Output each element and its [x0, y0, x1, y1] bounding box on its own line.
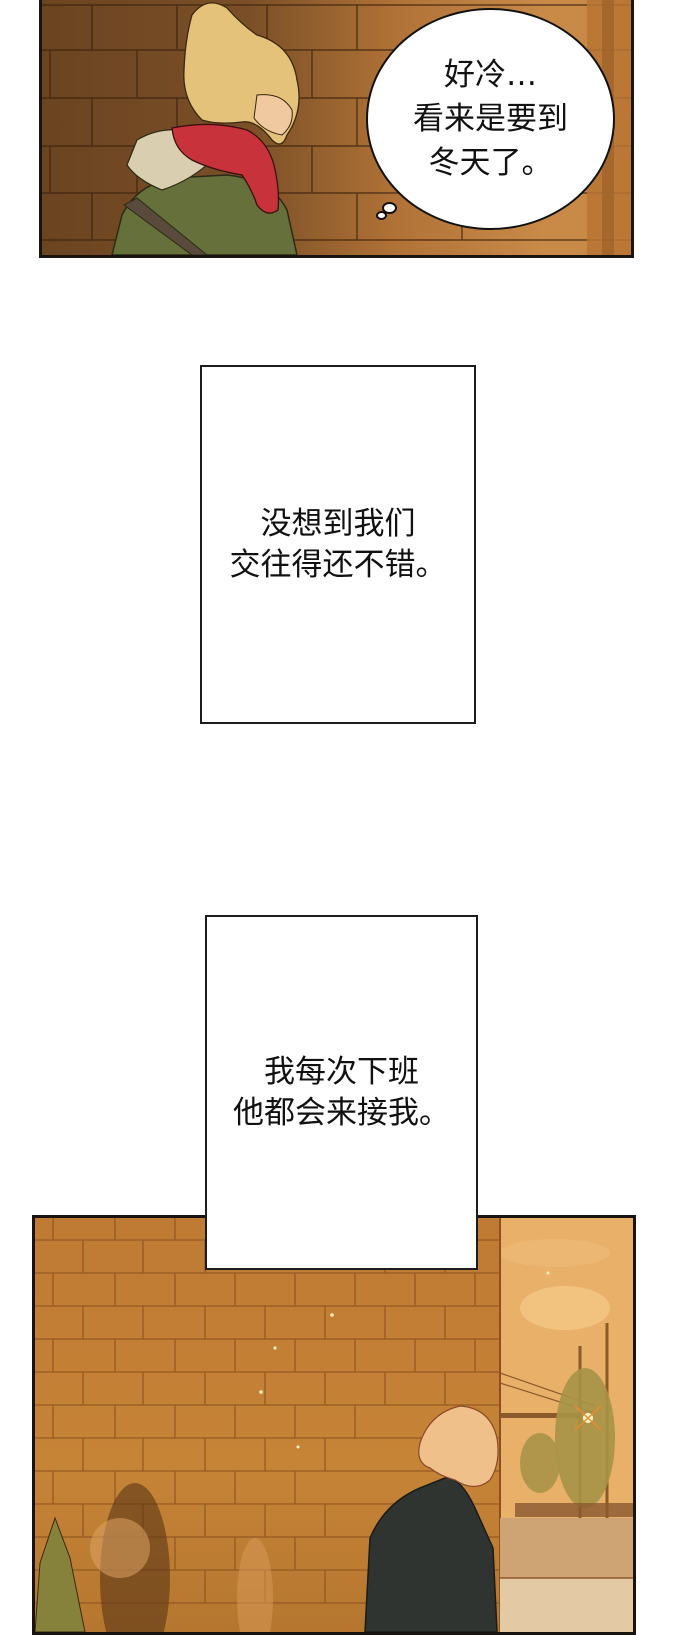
street-scene-background: [35, 1218, 633, 1632]
comic-panel-1: 好冷… 看来是要到 冬天了。: [39, 0, 634, 258]
speech-line-3: 冬天了。: [428, 145, 553, 181]
speech-bubble: 好冷… 看来是要到 冬天了。: [366, 8, 615, 230]
narration-caption-box-2: 我每次下班 他都会来接我。: [205, 915, 478, 1270]
caption-2-line-1: 我每次下班: [264, 1053, 419, 1090]
speech-line-2: 看来是要到: [413, 101, 568, 137]
caption-1-line-2: 交往得还不错。: [229, 546, 447, 583]
thought-dot-small: [376, 211, 387, 220]
thought-dot-large: [382, 202, 397, 214]
caption-1-line-1: 没想到我们: [260, 505, 416, 542]
caption-2-line-2: 他都会来接我。: [233, 1094, 450, 1131]
narration-caption-box-1: 没想到我们 交往得还不错。: [200, 365, 476, 724]
comic-panel-2: [32, 1215, 636, 1635]
speech-line-1: 好冷…: [444, 57, 537, 93]
